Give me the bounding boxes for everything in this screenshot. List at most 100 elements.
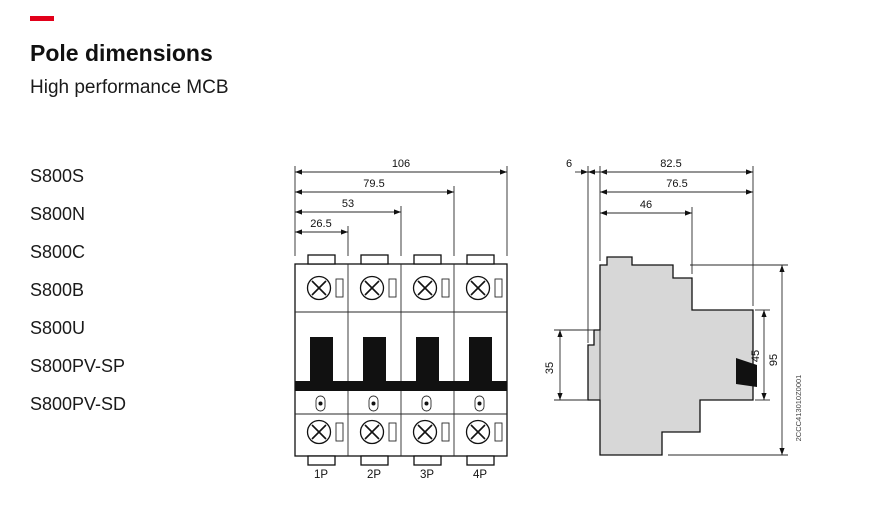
arrowhead	[295, 169, 302, 175]
pole-label-3p: 3P	[420, 469, 434, 481]
model-name: S800PV-SD	[30, 394, 127, 414]
dim-body-depth: 76.5	[600, 178, 753, 195]
model-list: S800S S800N S800C S800B S800U S800PV-SP …	[30, 157, 126, 423]
pole-label-1p: 1P	[314, 469, 328, 481]
dim-label-76-5: 76.5	[666, 178, 687, 190]
top-tab	[307, 254, 336, 265]
page-subtitle: High performance MCB	[30, 77, 229, 98]
header: Pole dimensions High performance MCB	[30, 8, 229, 99]
arrowhead	[685, 210, 692, 216]
bottom-tab	[413, 455, 442, 466]
screw-cross	[311, 424, 327, 440]
arrowhead	[295, 189, 302, 195]
arrowhead	[295, 209, 302, 215]
dim-label-106: 106	[392, 158, 410, 170]
arrowhead	[779, 265, 785, 272]
toggle-handle	[469, 337, 492, 383]
dim-two-pole: 53	[295, 198, 401, 215]
pole-module-3	[412, 275, 450, 445]
toggle-tie-bar	[295, 381, 507, 391]
arrowhead	[761, 310, 767, 317]
arrowhead	[761, 393, 767, 400]
pole-module-4	[465, 275, 503, 445]
side-view-drawing: 6 82.5 76.5 46	[544, 158, 803, 456]
top-tab	[466, 254, 495, 265]
model-name: S800B	[30, 280, 85, 300]
top-tab	[360, 254, 389, 265]
dim-label-46: 46	[640, 199, 652, 211]
dim-label-95: 95	[768, 354, 780, 366]
bottom-tab	[360, 455, 389, 466]
indicator-dot	[424, 401, 429, 406]
model-name: S800PV-SP	[30, 356, 126, 376]
pole-module-2	[359, 275, 397, 445]
breaker-side-profile	[587, 256, 754, 456]
arrowhead	[557, 330, 563, 337]
pole-module-1	[306, 275, 344, 445]
terminal-clamp	[494, 278, 503, 298]
model-name: S800S	[30, 166, 85, 186]
screw-cross	[417, 424, 433, 440]
arrowhead	[600, 189, 607, 195]
screw-cross	[311, 280, 327, 296]
model-name: S800U	[30, 318, 86, 338]
dim-label-6: 6	[566, 158, 572, 170]
screw-cross	[417, 280, 433, 296]
front-view-drawing: 106 79.5 53 26.5	[294, 158, 508, 481]
arrowhead	[779, 448, 785, 455]
dim-label-82-5: 82.5	[660, 158, 681, 170]
doc-code: 2CCC413010Z0001	[794, 375, 803, 442]
terminal-clamp	[441, 422, 450, 442]
dim-front-height: 45	[750, 309, 770, 401]
dim-label-35: 35	[544, 362, 556, 374]
arrowhead	[295, 229, 302, 235]
dim-three-pole: 79.5	[295, 178, 454, 195]
pole-label-4p: 4P	[473, 469, 487, 481]
dim-label-45: 45	[750, 350, 762, 362]
toggle-handle-side	[736, 358, 757, 387]
screw-cross	[364, 280, 380, 296]
dim-label-79-5: 79.5	[363, 178, 384, 190]
arrowhead	[581, 169, 588, 175]
toggle-handle	[310, 337, 333, 383]
arrowhead	[588, 169, 595, 175]
arrowhead	[447, 189, 454, 195]
bottom-tab	[307, 455, 336, 466]
pole-label-2p: 2P	[367, 469, 381, 481]
dim-upper-depth: 46	[600, 199, 692, 216]
terminal-clamp	[494, 422, 503, 442]
indicator-dot	[318, 401, 323, 406]
toggle-handle	[416, 337, 439, 383]
dim-label-53: 53	[342, 198, 354, 210]
screw-cross	[470, 424, 486, 440]
accent-dash-rect	[30, 16, 54, 21]
accent-dash-icon	[30, 16, 54, 21]
indicator-dot	[371, 401, 376, 406]
arrowhead	[746, 169, 753, 175]
model-name: S800C	[30, 242, 86, 262]
dim-label-26-5: 26.5	[310, 218, 331, 230]
dim-one-pole: 26.5	[295, 218, 348, 235]
screw-cross	[364, 424, 380, 440]
model-name: S800N	[30, 204, 86, 224]
bottom-tab	[466, 455, 495, 466]
arrowhead	[394, 209, 401, 215]
dim-total-height: 95	[668, 264, 788, 456]
dim-total-depth: 82.5	[588, 158, 753, 175]
arrowhead	[746, 189, 753, 195]
terminal-clamp	[335, 278, 344, 298]
terminal-clamp	[388, 422, 397, 442]
screw-cross	[470, 280, 486, 296]
indicator-dot	[477, 401, 482, 406]
arrowhead	[600, 210, 607, 216]
top-tab	[413, 254, 442, 265]
toggle-handle	[363, 337, 386, 383]
page-title: Pole dimensions	[30, 40, 213, 66]
dim-rail-height: 35	[544, 329, 594, 401]
arrowhead	[341, 229, 348, 235]
arrowhead	[500, 169, 507, 175]
dim-total-width: 106	[295, 158, 507, 175]
terminal-clamp	[441, 278, 450, 298]
